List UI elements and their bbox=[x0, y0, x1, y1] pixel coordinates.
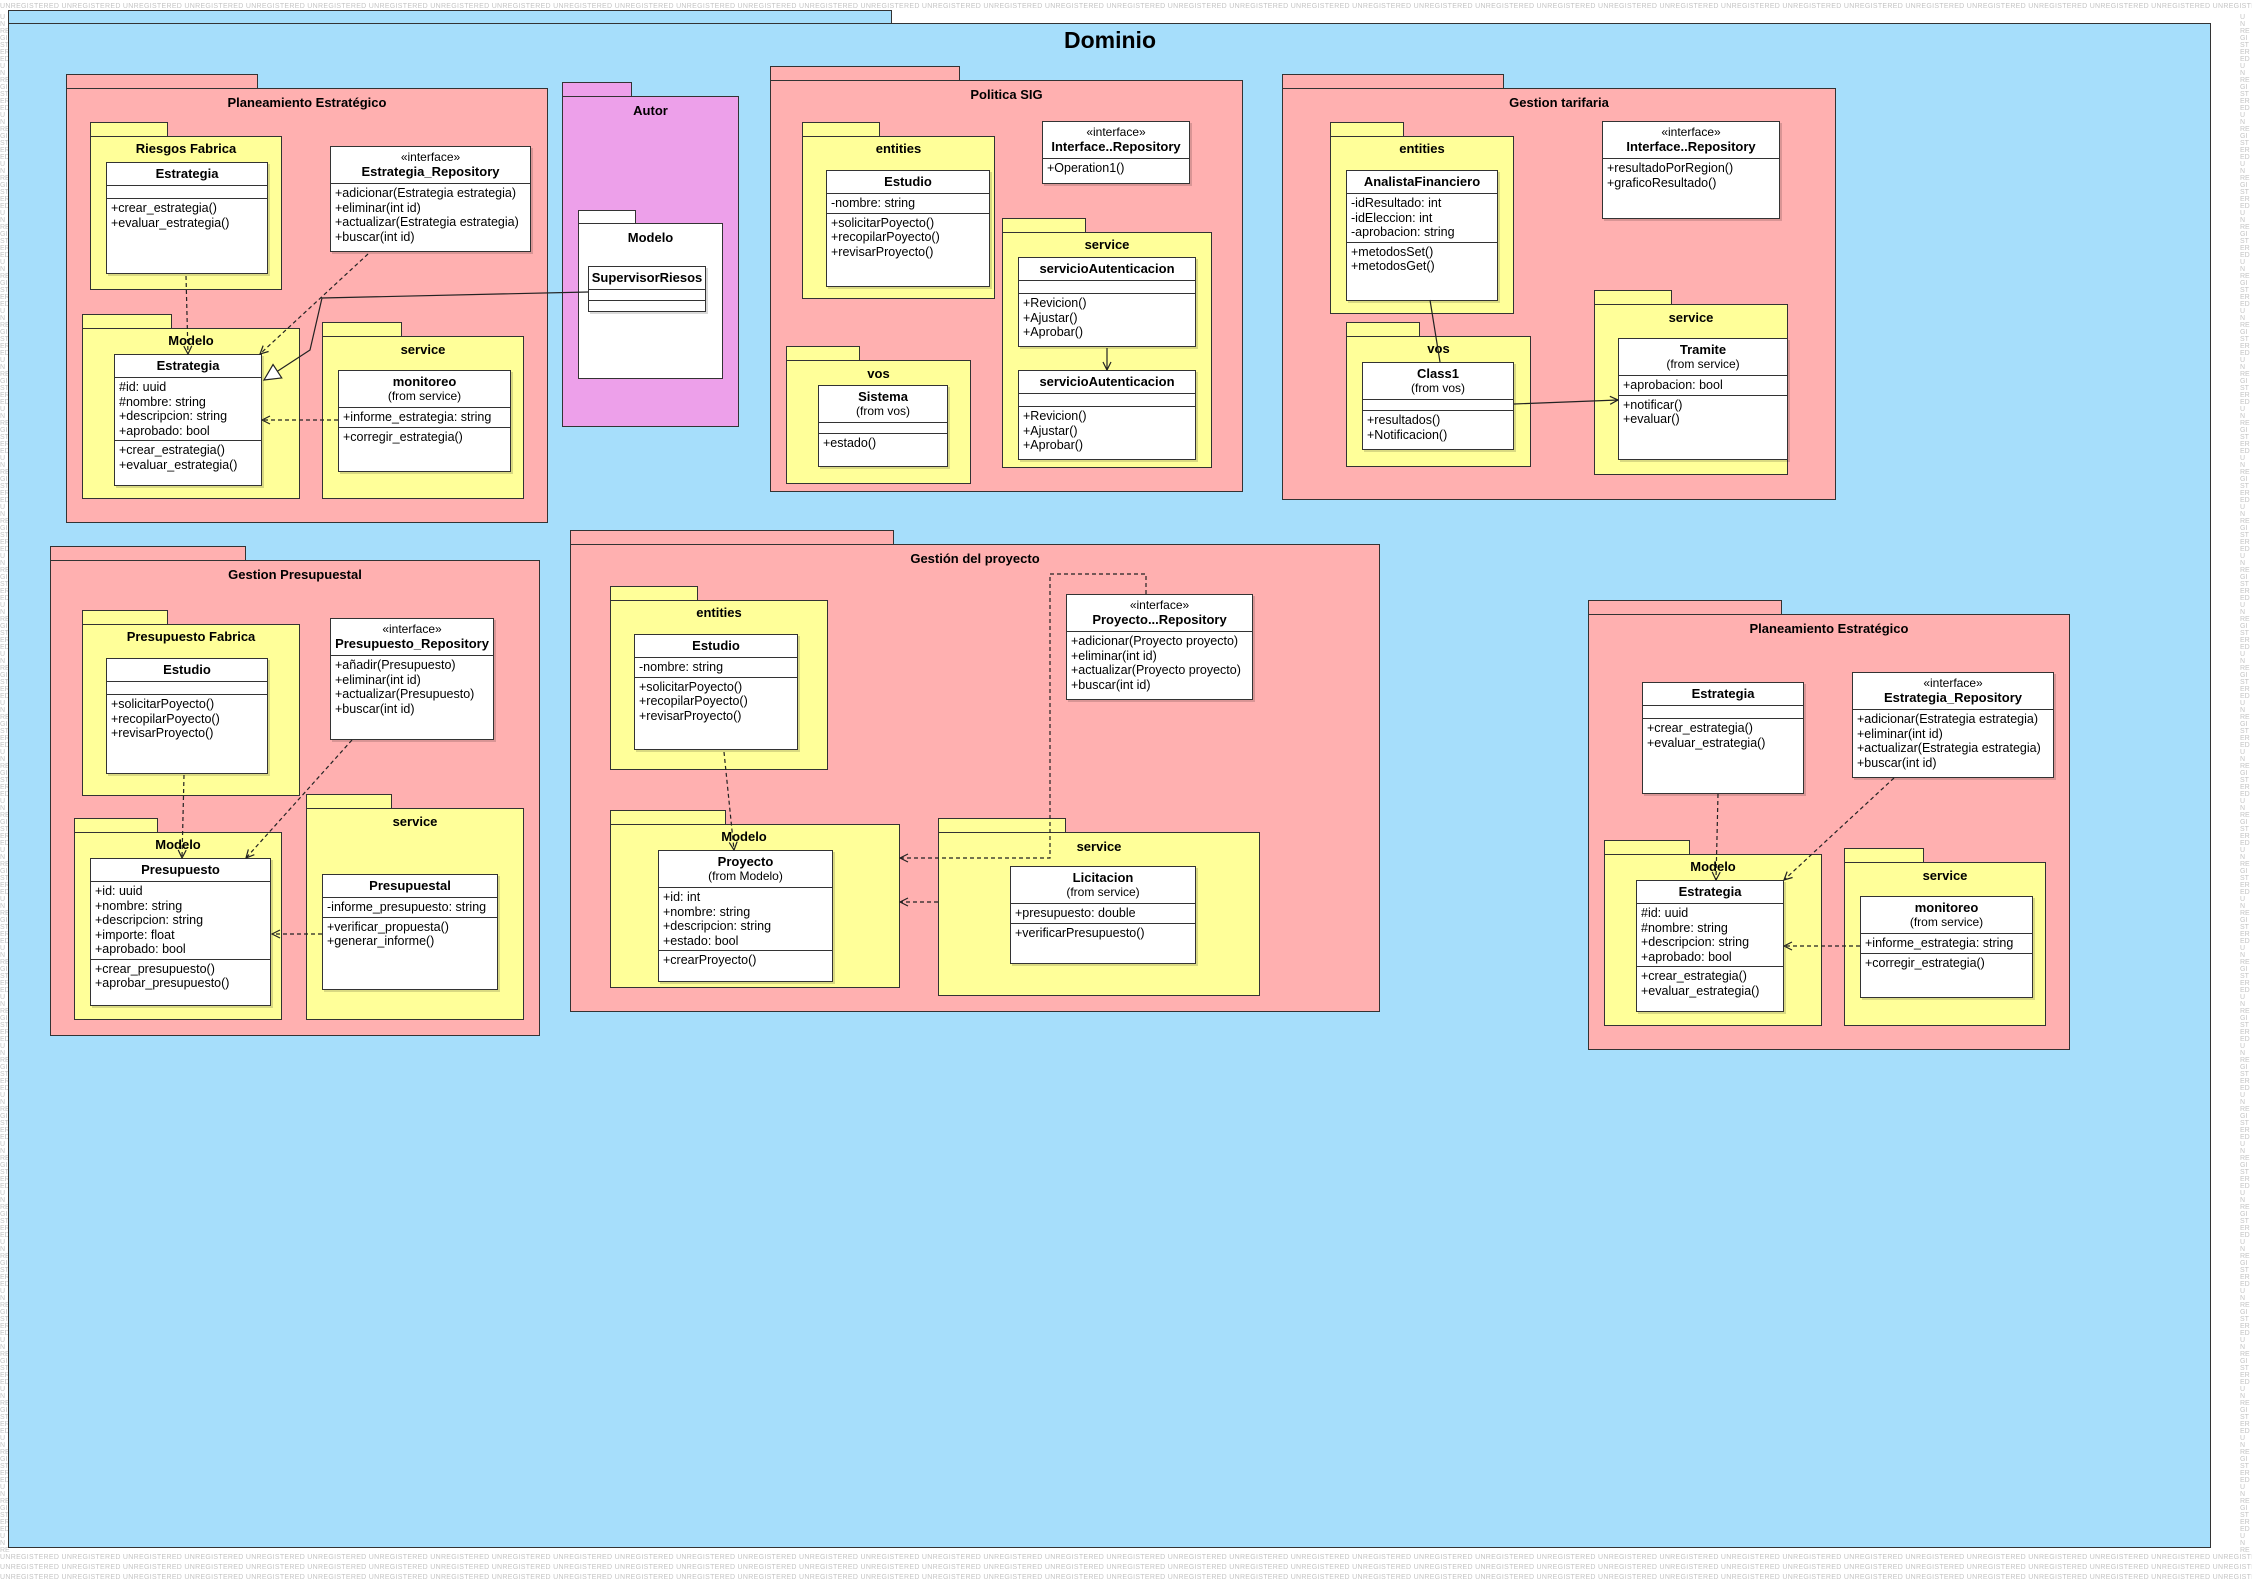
dependency-repository-to-presupuesto bbox=[246, 739, 353, 858]
interface-proyecto-repository[interactable]: «interface»Proyecto...Repository +adicio… bbox=[1066, 594, 1253, 700]
class-proyecto[interactable]: Proyecto(from Modelo) +id: int+nombre: s… bbox=[658, 850, 833, 982]
class-estudio[interactable]: Estudio +solicitarPoyecto()+recopilarPoy… bbox=[106, 658, 268, 774]
class-class1[interactable]: Class1(from vos) +resultados()+Notificac… bbox=[1362, 362, 1514, 450]
class-monitoreo[interactable]: monitoreo(from service) +informe_estrate… bbox=[1860, 896, 2033, 998]
watermark-bottom-2: UNREGISTERED UNREGISTERED UNREGISTERED U… bbox=[0, 1564, 2252, 1571]
association-analista-to-class1 bbox=[1429, 299, 1441, 363]
interface-estrategia-repository[interactable]: «interface»Estrategia_Repository +adicio… bbox=[330, 146, 531, 252]
class-analista-financiero[interactable]: AnalistaFinanciero -idResultado: int-idE… bbox=[1346, 170, 1498, 301]
class-estrategia[interactable]: Estrategia +crear_estrategia()+evaluar_e… bbox=[1642, 682, 1804, 794]
class-presupuestal[interactable]: Presupuestal -informe_presupuesto: strin… bbox=[322, 874, 498, 990]
interface-presupuesto-repository[interactable]: «interface»Presupuesto_Repository +añadi… bbox=[330, 618, 494, 740]
class-estrategia[interactable]: Estrategia +crear_estrategia()+evaluar_e… bbox=[106, 162, 268, 274]
package-title: Planeamiento Estratégico bbox=[227, 95, 387, 110]
watermark-bottom-1: UNREGISTERED UNREGISTERED UNREGISTERED U… bbox=[0, 1554, 2252, 1561]
class-estudio[interactable]: Estudio -nombre: string +solicitarPoyect… bbox=[634, 634, 798, 750]
class-monitoreo[interactable]: monitoreo(from service) +informe_estrate… bbox=[338, 370, 511, 472]
dependency-riesgos-to-modelo bbox=[186, 275, 188, 354]
dependency-fabrica-to-presupuesto bbox=[182, 774, 184, 858]
class-presupuesto[interactable]: Presupuesto +id: uuid+nombre: string+des… bbox=[90, 858, 271, 1006]
watermark-left: UNREGISTERED UNREGISTERED UNREGISTERED U… bbox=[0, 14, 10, 1554]
generalization-supervisor-to-estrategia bbox=[262, 291, 589, 381]
watermark-top: UNREGISTERED UNREGISTERED UNREGISTERED U… bbox=[0, 3, 2252, 10]
dependency-estrategia-to-modelo bbox=[1716, 793, 1718, 880]
class-estrategia-modelo[interactable]: Estrategia #id: uuid#nombre: string+desc… bbox=[1636, 880, 1784, 1012]
interface-estrategia-repository[interactable]: «interface»Estrategia_Repository +adicio… bbox=[1852, 672, 2054, 778]
dependency-repository-to-modelo bbox=[1784, 777, 1895, 880]
class-estudio[interactable]: Estudio -nombre: string +solicitarPoyect… bbox=[826, 170, 990, 287]
class-servicio-autenticacion-1[interactable]: servicioAutenticacion +Revicion()+Ajusta… bbox=[1018, 257, 1196, 347]
dependency-estudio-to-proyecto bbox=[723, 751, 734, 850]
interface-politica-repository[interactable]: «interface»Interface..Repository +Operat… bbox=[1042, 121, 1190, 184]
watermark-bottom-3: UNREGISTERED UNREGISTERED UNREGISTERED U… bbox=[0, 1574, 2252, 1581]
association-class1-to-tramite bbox=[1513, 400, 1618, 404]
class-sistema[interactable]: Sistema(from vos) +estado() bbox=[818, 385, 948, 467]
dependency-repository-to-proyecto bbox=[900, 573, 1147, 858]
dependency-repository-to-modelo bbox=[260, 253, 369, 354]
class-licitacion[interactable]: Licitacion(from service) +presupuesto: d… bbox=[1010, 866, 1196, 964]
watermark-right: UNREGISTERED UNREGISTERED UNREGISTERED U… bbox=[2240, 14, 2250, 1554]
class-tramite[interactable]: Tramite(from service) +aprobacion: bool … bbox=[1618, 338, 1788, 460]
interface-tarifaria-repository[interactable]: «interface»Interface..Repository +result… bbox=[1602, 121, 1780, 219]
class-servicio-autenticacion-2[interactable]: servicioAutenticacion +Revicion()+Ajusta… bbox=[1018, 370, 1196, 460]
class-supervisor-riesos[interactable]: SupervisorRiesos bbox=[588, 266, 706, 312]
dominio-title: Dominio bbox=[1064, 27, 1156, 53]
